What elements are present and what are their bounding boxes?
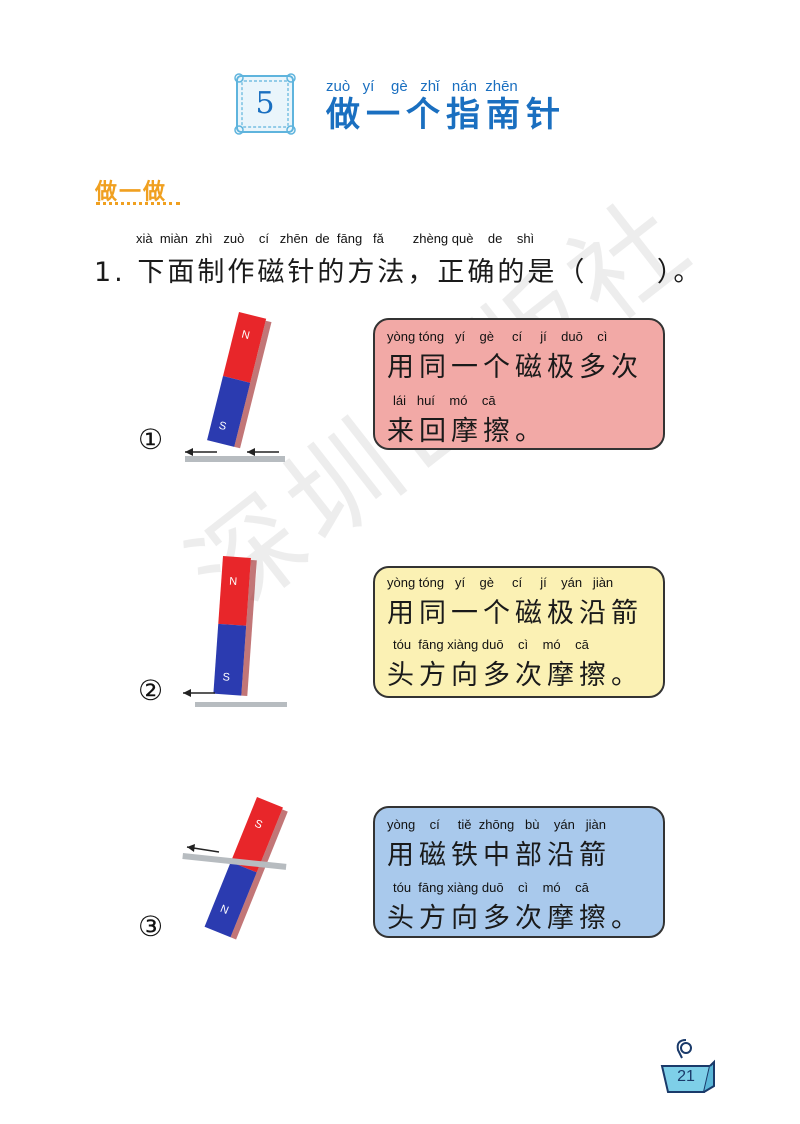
option-3-box: yòng cí tiě zhōng bù yán jiàn 用磁铁中部沿箭 tó… <box>373 806 665 938</box>
title-pinyin: zuò yí gè zhǐ nán zhēn <box>326 78 518 95</box>
option-3-line1-pinyin: yòng cí tiě zhōng bù yán jiàn <box>387 817 606 832</box>
option-2-line1: 用同一个磁极沿箭 <box>387 598 643 629</box>
section-underline <box>96 202 180 205</box>
option-2-marker: ② <box>138 674 164 707</box>
option-1-line1-pinyin: yòng tóng yí gè cí jí duō cì <box>387 329 608 344</box>
south-pole-label: S <box>222 671 230 683</box>
option-2-line2-pinyin: tóu fāng xiàng duō cì mó cā <box>393 637 589 652</box>
lesson-title-block: zuò yí gè zhǐ nán zhēn 做一个指南针 <box>326 78 566 135</box>
option-1-box: yòng tóng yí gè cí jí duō cì 用同一个磁极多次 lá… <box>373 318 665 450</box>
lesson-title: 做一个指南针 <box>326 95 566 135</box>
north-pole-label: N <box>240 328 251 342</box>
option-2-line1-pinyin: yòng tóng yí gè cí jí yán jiàn <box>387 575 614 590</box>
option-3-line2: 头方向多次摩擦。 <box>387 903 643 934</box>
option-3-line1: 用磁铁中部沿箭 <box>387 840 611 871</box>
north-pole-label: N <box>229 576 238 589</box>
option-2-line2: 头方向多次摩擦。 <box>387 660 643 691</box>
option-1-line1: 用同一个磁极多次 <box>387 352 643 383</box>
south-pole-label: S <box>217 420 227 433</box>
ornate-frame-icon <box>234 73 296 135</box>
option-2-magnet-illustration: N S <box>183 556 287 707</box>
option-2-box: yòng tóng yí gè cí jí yán jiàn 用同一个磁极沿箭 … <box>373 566 665 698</box>
option-1-magnet-illustration: N S <box>185 312 285 462</box>
option-3-magnet-illustration: S N <box>182 797 288 940</box>
option-3-marker: ③ <box>138 910 164 943</box>
option-1-line2: 来回摩擦。 <box>387 416 547 447</box>
question-pinyin: xià miàn zhì zuò cí zhēn de fāng fǎ zhèn… <box>136 231 535 246</box>
option-1-marker: ① <box>138 423 164 456</box>
page-number-badge-icon <box>660 1039 715 1093</box>
lesson-number-badge: 5 <box>234 73 296 135</box>
section-label: 做一做 <box>95 180 168 205</box>
lesson-number: 5 <box>255 86 275 121</box>
question-text: 1. 下面制作磁针的方法，正确的是（ ）。 <box>94 257 704 288</box>
option-3-line2-pinyin: tóu fāng xiàng duō cì mó cā <box>393 880 589 895</box>
page-number: 21 <box>677 1068 695 1085</box>
option-1-line2-pinyin: lái huí mó cā <box>393 393 496 408</box>
south-pole-label: S <box>253 818 264 832</box>
north-pole-label: N <box>218 903 230 917</box>
